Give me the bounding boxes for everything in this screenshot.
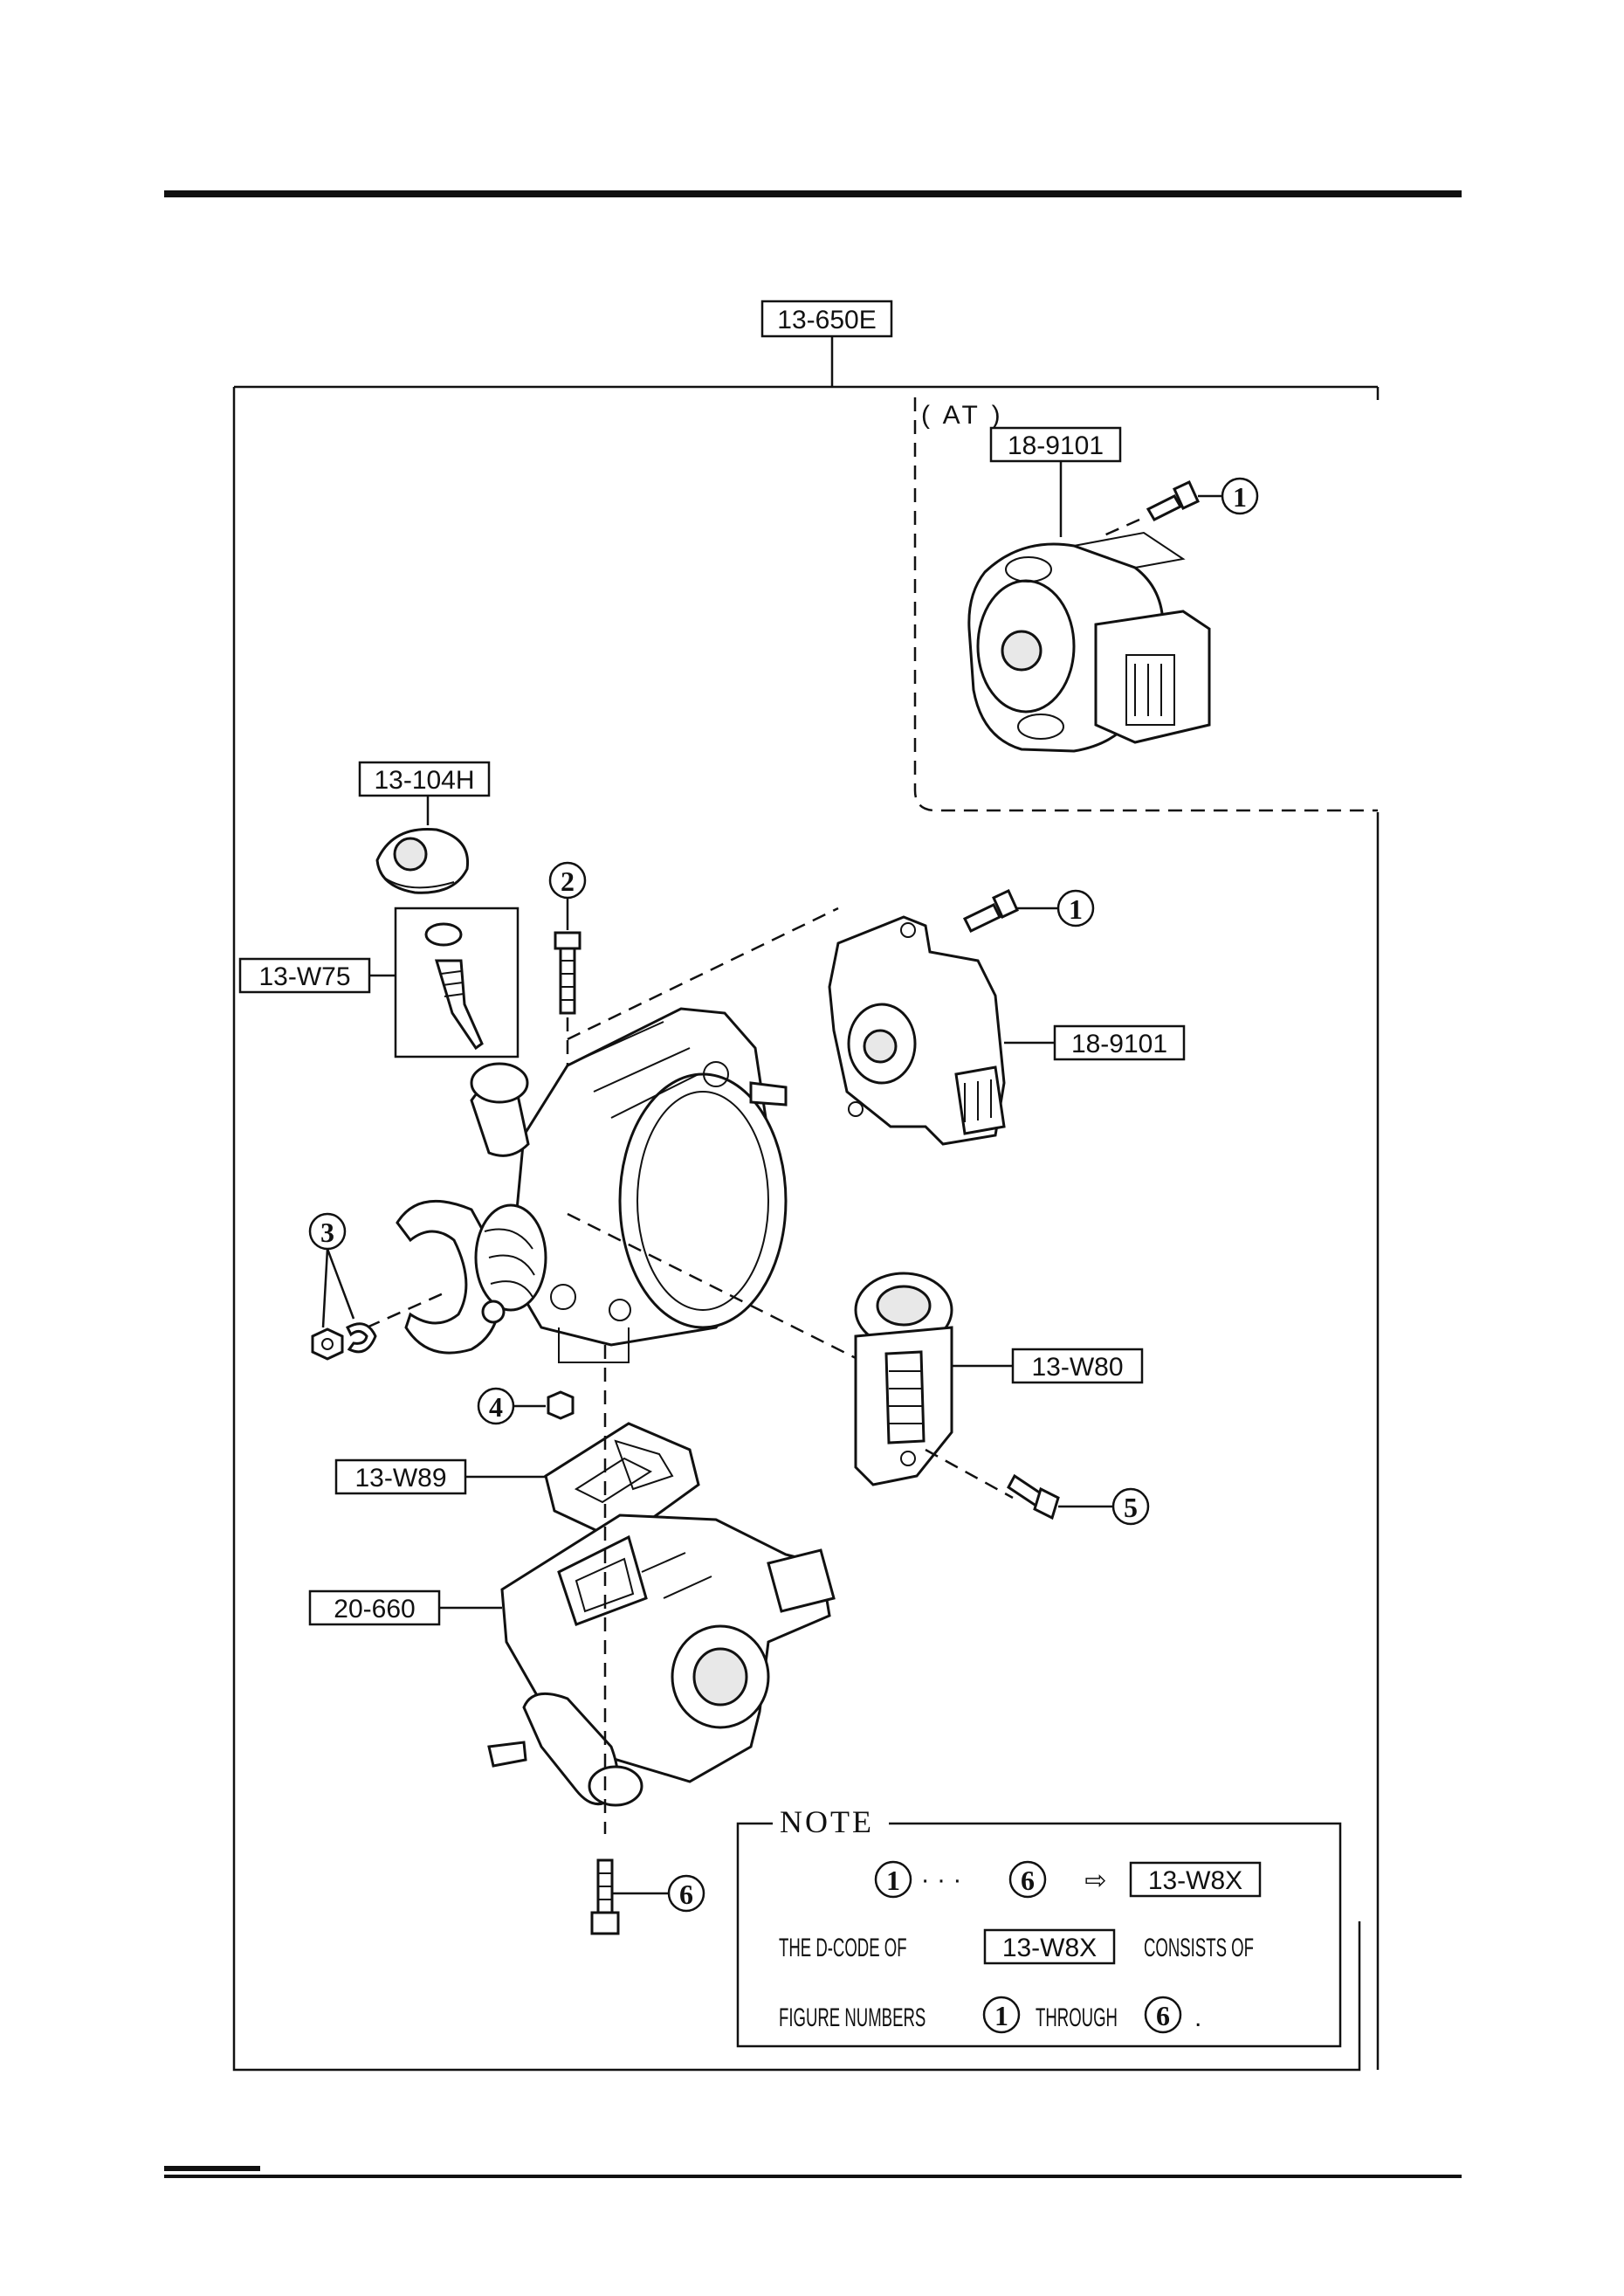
note-line-2: THE D-CODE OF 13-W8X CONSISTS OF [779,1928,1254,1965]
part-label-20-660-text: 20-660 [334,1595,415,1624]
part-label-13-W75-text: 13-W75 [258,962,350,991]
part-label-13-W80[interactable]: 13-W80 [1011,1348,1144,1384]
nut-4 [547,1390,575,1420]
callout-3: 3 [308,1212,347,1251]
air-valve-body [487,1513,836,1807]
callout-1-top: 1 [1221,477,1259,515]
washer-3 [346,1322,377,1354]
note-line-3-to: 6 [1156,2000,1170,2031]
callout-5: 5 [1111,1487,1150,1526]
leader-screw-1-at [1099,518,1140,539]
note-line-3-from: 1 [994,2000,1008,2031]
part-label-18-9101[interactable]: 18-9101 [1053,1024,1186,1061]
bolt-6 [590,1858,620,1935]
part-label-13-W80-text: 13-W80 [1031,1353,1123,1382]
callout-6-text: 6 [679,1879,693,1910]
note-line-2-end: CONSISTS OF [1144,1934,1254,1963]
bolt-2 [554,931,581,1015]
bottom-rule-mark [164,2166,260,2171]
note-range-dots: · · · [921,1865,962,1894]
callout-2: 2 [548,861,587,900]
thermo-valve [854,1272,953,1486]
note-line-1: 1 · · · 6 ⇨ 13-W8X [874,1860,1262,1899]
alignment-valve [567,1212,874,1369]
nut-3 [311,1327,344,1361]
callout-1-mid: 1 [1056,889,1095,927]
part-label-13-W89-text: 13-W89 [354,1464,446,1493]
note-title: NOTE [780,1804,874,1839]
part-label-18-9101-at[interactable]: 18-9101 [989,426,1122,463]
callout-1-top-text: 1 [1233,481,1247,513]
o-ring [424,922,463,947]
callout-1-mid-text: 1 [1069,893,1083,925]
screw-1-mid [962,888,1019,933]
note-range-to: 6 [1021,1865,1035,1896]
at-variant-label: ( AT ) [921,401,1004,430]
note-line-2-start: THE D-CODE OF [779,1934,907,1963]
note-line-2-code[interactable]: 13-W8X [1002,1934,1097,1962]
screw-5 [1007,1473,1060,1520]
note-range-from: 1 [886,1865,900,1896]
gasket [544,1422,700,1543]
throttle-position-sensor-at [967,531,1211,753]
alignment-tps [567,907,839,1041]
part-label-13-W75[interactable]: 13-W75 [238,957,371,994]
leader-callout-3 [321,1248,355,1328]
part-label-18-9101-at-text: 18-9101 [1008,431,1104,460]
part-label-20-660[interactable]: 20-660 [308,1589,441,1626]
top-rule [164,190,1462,197]
note-line-3: FIGURE NUMBERS 1 THROUGH 6 . [779,1996,1201,2034]
screw-1-at [1146,479,1200,521]
note-kit-code[interactable]: 13-W8X [1148,1866,1242,1895]
part-label-18-9101-text: 18-9101 [1071,1030,1167,1058]
at-variant-frame [913,397,1378,812]
note-box: NOTE 1 · · · 6 ⇨ 13-W8X THE D-CODE OF 13… [736,1804,1342,2048]
part-label-13-650E[interactable]: 13-650E [760,300,893,338]
callout-6: 6 [667,1874,705,1913]
note-line-3-period: . [1194,2003,1201,2032]
note-line-3-through: THROUGH [1036,2003,1118,2033]
callout-4: 4 [477,1387,515,1425]
part-label-13-104H[interactable]: 13-104H [358,761,491,797]
bottom-rule [164,2175,1462,2178]
callout-3-text: 3 [320,1217,334,1248]
throttle-lever [396,1199,547,1355]
part-label-13-104H-text: 13-104H [374,766,474,795]
part-label-13-650E-text: 13-650E [777,306,876,334]
cap-part [375,827,470,894]
throttle-body [470,1007,788,1363]
alignment-screw-5 [925,1448,1014,1500]
note-line-3-start: FIGURE NUMBERS [779,2003,926,2033]
callout-4-text: 4 [489,1391,503,1423]
part-label-13-W89[interactable]: 13-W89 [334,1458,467,1495]
assembly-bracket [232,336,1378,2072]
throttle-position-sensor [828,915,1006,1146]
callout-2-text: 2 [561,865,575,897]
callout-5-text: 5 [1124,1492,1138,1523]
adjust-screw [434,959,484,1051]
alignment-nut-3 [366,1291,446,1329]
note-arrow: ⇨ [1084,1866,1106,1895]
